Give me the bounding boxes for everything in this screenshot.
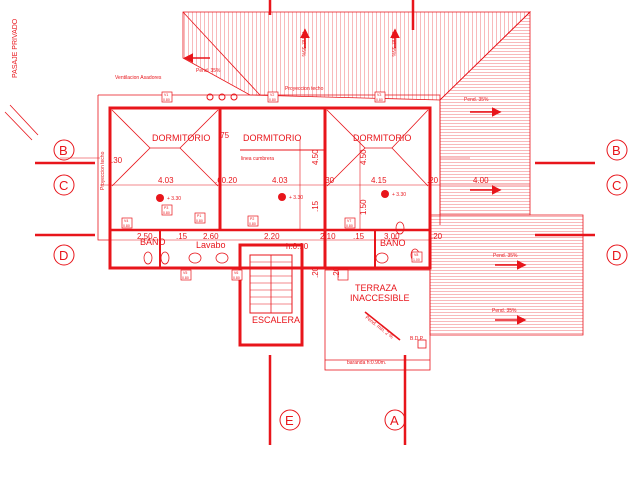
tag-v4: V4 (124, 219, 128, 223)
walls (108, 106, 432, 347)
dim-300: 3.00 (384, 232, 400, 241)
axis-d-left: D (59, 248, 68, 263)
pend-right-mid-label: Pend. 35% (493, 253, 518, 259)
dim-020b: .20 (427, 176, 439, 185)
axis-c-right: C (612, 178, 621, 193)
tag-v3: V3 (377, 93, 381, 97)
escalera-label: ESCALERA (252, 315, 300, 325)
inaccesible-label: INACCESIBLE (350, 293, 410, 303)
tag-v8b: 1.00 (413, 258, 420, 262)
tag-p1: P1 (197, 214, 201, 218)
pend-left-label: Pend. 35% (196, 68, 221, 74)
pend-top2-label: Pend. 35% (390, 32, 396, 57)
roof-hatch (182, 11, 584, 336)
dim-030b: .30 (323, 176, 335, 185)
dim-220: 2.20 (264, 232, 280, 241)
axis-c-left: C (59, 178, 68, 193)
room-roof-diagonals (111, 109, 429, 187)
bdp-label: B.D.P. (410, 336, 424, 342)
tag-v1: V1 (164, 93, 168, 97)
dim-400: 4.00 (473, 176, 489, 185)
axis-b-left: B (59, 143, 68, 158)
dim-015: .15 (176, 232, 188, 241)
dim-250: 2.50 (137, 232, 153, 241)
dim-020a: .20 (226, 176, 238, 185)
axis-e: E (285, 413, 294, 428)
dormitorio-2-label: DORMITORIO (243, 133, 301, 143)
tag-p2b: 0.80 (249, 222, 256, 226)
tag-texts: V1 0.80 V2 0.80 V3 0.80 P1 0.80 P2 0.80 … (123, 93, 420, 280)
dim-075: .75 (218, 131, 230, 140)
tag-v6b: 0.80 (233, 276, 240, 280)
tag-v5: V5 (183, 271, 187, 275)
dim-210: 2.10 (320, 232, 336, 241)
proyeccion-top-label: Proyeccion techo (285, 86, 324, 92)
roof-right-low-hatch (429, 214, 584, 336)
terraza-label: TERRAZA (355, 283, 397, 293)
dim-030: .30 (111, 156, 123, 165)
lavabo-label: Lavabo (196, 240, 226, 250)
dim-260: 2.60 (203, 232, 219, 241)
axis-bubbles (53, 139, 628, 431)
level-right-label: + 3.30 (392, 192, 406, 198)
dim-020d: .20 (311, 266, 320, 278)
tag-v8: V8 (414, 253, 418, 257)
cumbrera-label: linea cumbrera (241, 156, 274, 162)
dim-020c: .20 (431, 232, 443, 241)
roof-top-hatch (182, 11, 531, 101)
h-door-label: h:0.90 (286, 242, 309, 251)
bano-left-label: BAÑO (140, 237, 166, 247)
dim-lines (60, 140, 530, 241)
tag-v2b: 0.80 (269, 98, 276, 102)
baranda-label: baranda h:0.90m. (347, 360, 386, 366)
dim-015b: .15 (311, 200, 320, 212)
dim-415: 4.15 (371, 176, 387, 185)
dim-060: .60 (215, 176, 227, 185)
ventilacion-label: Ventilacion Asadores (115, 75, 162, 81)
level-markers (156, 190, 389, 202)
vent-circles (206, 93, 238, 101)
tag-v7b: 0.80 (346, 224, 353, 228)
axis-d-right: D (612, 248, 621, 263)
tag-boxes (121, 91, 423, 281)
tag-v1b: 0.80 (163, 98, 170, 102)
tag-p1b: 0.80 (196, 219, 203, 223)
tag-p3: P3 (164, 206, 168, 210)
dim-450a: 4.50 (311, 149, 320, 165)
pend-min-label: Pend. min. 2 % (364, 315, 395, 341)
tag-v5b: 0.80 (182, 276, 189, 280)
tag-v6: V6 (234, 271, 238, 275)
bano-right-label: BAÑO (380, 238, 406, 248)
axis-a: A (390, 413, 399, 428)
tag-p3b: 0.80 (163, 211, 170, 215)
dormitorio-3-label: DORMITORIO (353, 133, 411, 143)
tag-v3b: 0.80 (376, 98, 383, 102)
level-mid-label: + 3.30 (289, 195, 303, 201)
stair-steps (250, 261, 292, 305)
tag-v4b: 0.80 (123, 224, 130, 228)
dim-403b: 4.03 (272, 176, 288, 185)
slope-arrows (4, 28, 527, 341)
pend-top1-label: Pend. 35% (300, 32, 306, 57)
pasaje-privado-label: PASAJE PRIVADO (12, 18, 19, 78)
dim-450b: 4.50 (359, 149, 368, 165)
dim-403a: 4.03 (158, 176, 174, 185)
tag-p2: P2 (250, 217, 254, 221)
axis-lines (35, 0, 595, 445)
pend-right-low-label: Pend. 35% (492, 308, 517, 314)
dormitorio-1-label: DORMITORIO (152, 133, 210, 143)
fixtures (143, 221, 420, 265)
tag-v7: V7 (347, 219, 351, 223)
pend-right-top-label: Pend. 35% (464, 97, 489, 103)
axis-b-right: B (612, 143, 621, 158)
tag-v2: V2 (270, 93, 274, 97)
level-left-label: + 3.30 (167, 196, 181, 202)
dim-015c: .15 (353, 232, 365, 241)
proyeccion-side-label: Proyeccion techo (100, 151, 106, 190)
dim-150: 1.50 (359, 199, 368, 215)
dim-020e: .20 (332, 266, 341, 278)
